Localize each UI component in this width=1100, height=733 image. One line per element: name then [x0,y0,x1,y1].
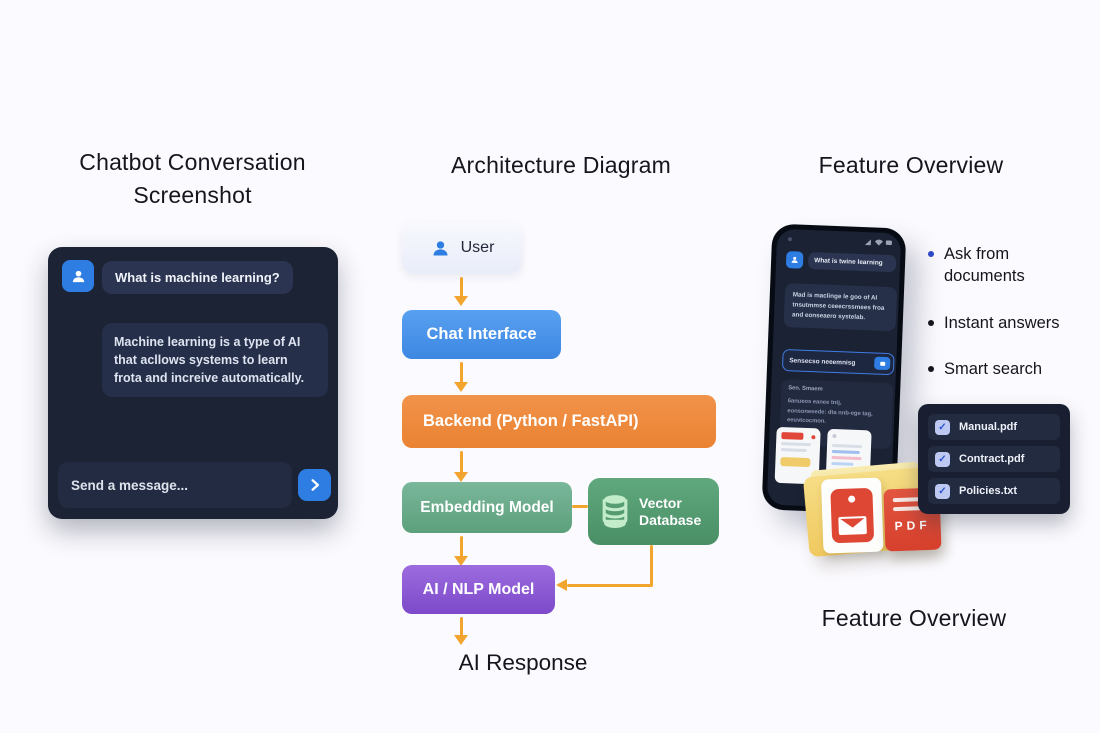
phone-mockup: What is twine learning Mad is maclinge l… [761,223,907,515]
arrow-down-icon [454,382,468,392]
phone-section-label: Sen. Smaem [788,385,823,393]
phone-bot-message: Mad is maclinge le goo of AI tnsutmmse c… [783,283,898,332]
database-icon [602,494,628,528]
feature-bullet: Smart search [928,358,1078,380]
phone-user-message: What is twine learning [807,251,897,273]
arrow-left-icon [556,579,567,591]
node-embedding-model: Embedding Model [402,482,572,533]
node-user-label: User [460,239,495,256]
flow-arrow-line [460,451,463,474]
phone-user-avatar [785,251,804,269]
feature-bullet: Instant answers [928,312,1078,334]
camera-dot-icon [787,237,793,242]
checkbox-checked-icon[interactable] [935,419,950,435]
feature-panel-title: Feature Overview [818,152,1004,178]
node-chat-interface-label: Chat Interface [426,325,537,343]
node-ai-nlp-model: AI / NLP Model [402,565,555,614]
person-icon [791,256,798,264]
checkbox-checked-icon[interactable] [935,483,950,499]
arrow-down-icon [454,635,468,645]
pdf-envelope-icon [830,487,875,544]
file-name: Manual.pdf [959,421,1018,433]
architecture-panel-title: Architecture Diagram [450,152,672,178]
feature-bullet-text: Ask from documents [944,245,1025,285]
bot-message-bubble: Machine learning is a type of AI that ac… [102,323,328,397]
feature-bottom-title: Feature Overview [821,605,1007,631]
node-vector-database: Vector Database [588,478,719,545]
pdf-badge-label: PDF [894,517,931,534]
status-bar-icons [864,239,892,246]
document-list-panel: Manual.pdf Contract.pdf Policies.txt [918,404,1070,514]
node-ai-nlp-model-label: AI / NLP Model [422,580,535,598]
phone-screen: What is twine learning Mad is maclinge l… [766,228,902,510]
node-chat-interface: Chat Interface [402,310,561,359]
user-message-bubble: What is machine learning? [102,261,293,294]
feature-bullet-text: Instant answers [944,314,1060,332]
node-user: User [402,222,522,274]
flow-connector-line [650,545,653,586]
arrow-down-icon [454,296,468,306]
file-row[interactable]: Policies.txt [928,478,1060,504]
message-input[interactable] [58,462,292,508]
arrow-down-icon [454,472,468,482]
flow-arrow-line [460,617,463,637]
chat-card: What is machine learning? Machine learni… [48,247,338,519]
file-row[interactable]: Manual.pdf [928,414,1060,440]
phone-input-placeholder: Sensecso neeemnisg [789,356,856,367]
phone-message-input[interactable]: Sensecso neeemnisg [781,349,895,376]
flow-connector-line [567,584,653,587]
node-vector-database-label: Vector Database [639,494,702,528]
chevron-right-icon [311,479,319,491]
file-name: Policies.txt [959,485,1018,497]
bullet-dot-icon [928,320,934,326]
user-avatar [62,260,94,292]
node-backend: Backend (Python / FastAPI) [402,395,716,448]
person-icon [72,270,84,282]
file-name: Contract.pdf [959,453,1025,465]
feature-bullet-text: Smart search [944,360,1043,378]
chatbot-panel-title: Chatbot Conversation Screenshot [79,149,306,208]
checkbox-checked-icon[interactable] [935,451,950,467]
flow-arrow-line [460,277,463,298]
flow-connector-line [572,505,588,508]
file-row[interactable]: Contract.pdf [928,446,1060,472]
ai-response-label: AI Response [458,650,588,675]
phone-send-button[interactable] [874,356,891,371]
bullet-dot-icon [928,251,934,257]
person-icon [433,240,448,255]
feature-bullet: Ask from documents [928,243,1078,287]
arrow-down-icon [454,556,468,566]
flow-arrow-line [460,536,463,558]
node-backend-label: Backend (Python / FastAPI) [423,412,639,430]
node-embedding-model-label: Embedding Model [420,498,554,516]
document-card [820,477,884,554]
send-button[interactable] [298,469,331,501]
flow-arrow-line [460,362,463,384]
bullet-dot-icon [928,366,934,372]
